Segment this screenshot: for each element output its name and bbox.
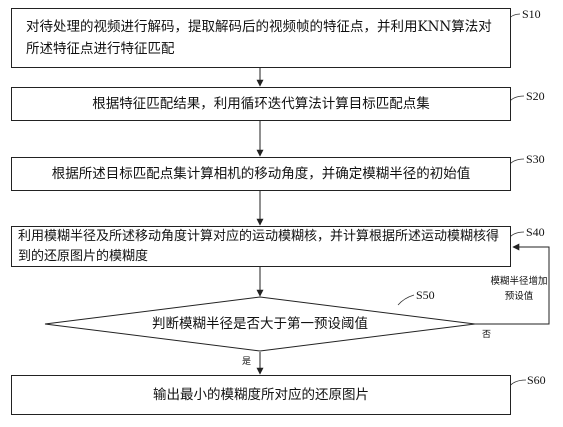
step-s60-text: 输出最小的模糊度所对应的还原图片 [153, 387, 369, 403]
step-s50-label: S50 [416, 288, 435, 302]
step-s20-text: 根据特征匹配结果，利用循环迭代算法计算目标匹配点集 [92, 96, 430, 112]
arrow-loop-back [475, 243, 550, 325]
s50-leader [397, 294, 415, 306]
loop-annotation-line1: 模糊半径增加 [490, 276, 548, 287]
step-s20-box: 根据特征匹配结果，利用循环迭代算法计算目标匹配点集 [11, 87, 511, 121]
loop-annotation-line2: 预设值 [504, 291, 534, 302]
yes-label: 是 [242, 357, 252, 367]
s20-leader [508, 95, 525, 103]
loop-annotation: 模糊半径增加 预设值 [488, 274, 550, 304]
no-label: 否 [482, 330, 492, 340]
step-s40-text: 利用模糊半径及所述移动角度计算对应的运动模糊核，并计算根据所述运动模糊核得到的还… [18, 228, 500, 264]
step-s30-text: 根据所述目标匹配点集计算相机的移动角度，并确定模糊半径的初始值 [51, 166, 471, 182]
step-s30-label: S30 [526, 152, 545, 166]
step-s60-label: S60 [527, 373, 546, 387]
step-s10-box: 对待处理的视频进行解码，提取解码后的视频帧的特征点，并利用KNN算法对所述特征点… [11, 8, 511, 68]
step-s40-box: 利用模糊半径及所述移动角度计算对应的运动模糊核，并计算根据所述运动模糊核得到的还… [11, 226, 511, 267]
s60-leader [508, 379, 527, 388]
step-s10-label: S10 [522, 7, 541, 21]
s30-leader [508, 158, 525, 166]
step-s60-box: 输出最小的模糊度所对应的还原图片 [11, 375, 511, 415]
step-s20-label: S20 [526, 89, 545, 103]
step-s50-text: 判断模糊半径是否大于第一预设阈值 [152, 316, 368, 332]
step-s10-text: 对待处理的视频进行解码，提取解码后的视频帧的特征点，并利用KNN算法对所述特征点… [26, 19, 492, 57]
step-s40-label: S40 [526, 225, 545, 239]
s40-leader [508, 231, 525, 239]
step-s30-box: 根据所述目标匹配点集计算相机的移动角度，并确定模糊半径的初始值 [11, 157, 511, 191]
